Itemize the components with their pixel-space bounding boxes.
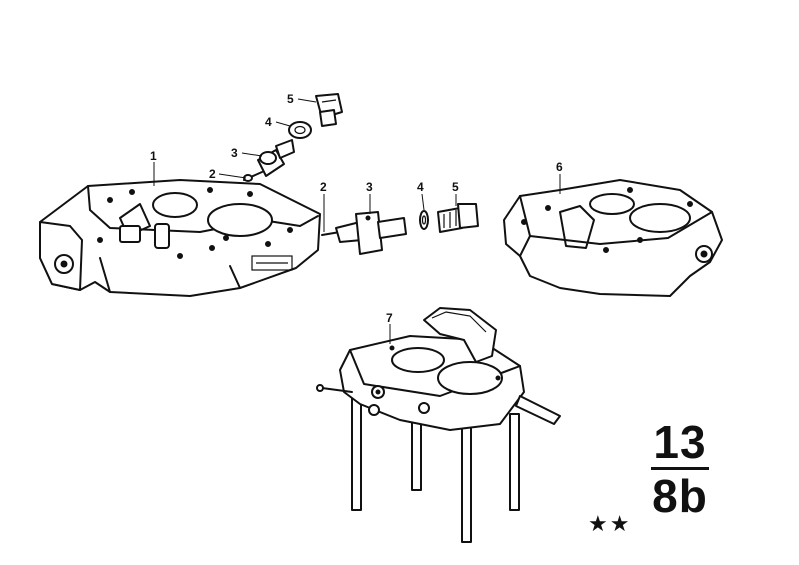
group-number: 13 xyxy=(653,416,707,468)
part-4-washer-upper[interactable] xyxy=(288,121,312,139)
part-3-banjo-fitting-lateral[interactable] xyxy=(335,211,407,255)
callout-3-upper: 3 xyxy=(231,146,238,160)
part-5-banjo-bolt-upper[interactable] xyxy=(315,93,343,127)
group-divider xyxy=(651,467,709,470)
part-7-throttle-body[interactable] xyxy=(316,307,561,543)
callout-3-lateral: 3 xyxy=(366,180,373,194)
part-4-washer-lateral[interactable] xyxy=(419,210,429,230)
group-number-label: 13 8b xyxy=(640,418,720,520)
callout-labels: 1 2 3 4 5 2 3 4 5 6 7 xyxy=(150,92,563,325)
callout-7: 7 xyxy=(386,311,393,325)
callout-6: 6 xyxy=(556,160,563,174)
part-6-carburetor-cover[interactable] xyxy=(503,179,723,297)
callout-5-upper: 5 xyxy=(287,92,294,106)
callout-4-lateral: 4 xyxy=(417,180,424,194)
callout-1: 1 xyxy=(150,149,157,163)
part-1-carburetor-base[interactable] xyxy=(39,179,321,297)
callout-5-lateral: 5 xyxy=(452,180,459,194)
leader-lines xyxy=(153,98,561,344)
callout-2-lateral: 2 xyxy=(320,180,327,194)
callout-4-upper: 4 xyxy=(265,115,272,129)
star-rating-marks: ★★ xyxy=(588,512,632,537)
part-2-needle-upper[interactable] xyxy=(243,171,263,182)
group-subnumber: 8b xyxy=(652,470,708,522)
part-5-banjo-bolt-lateral[interactable] xyxy=(437,203,479,233)
part-3-banjo-fitting-upper[interactable] xyxy=(257,139,295,177)
callout-2-upper: 2 xyxy=(209,167,216,181)
